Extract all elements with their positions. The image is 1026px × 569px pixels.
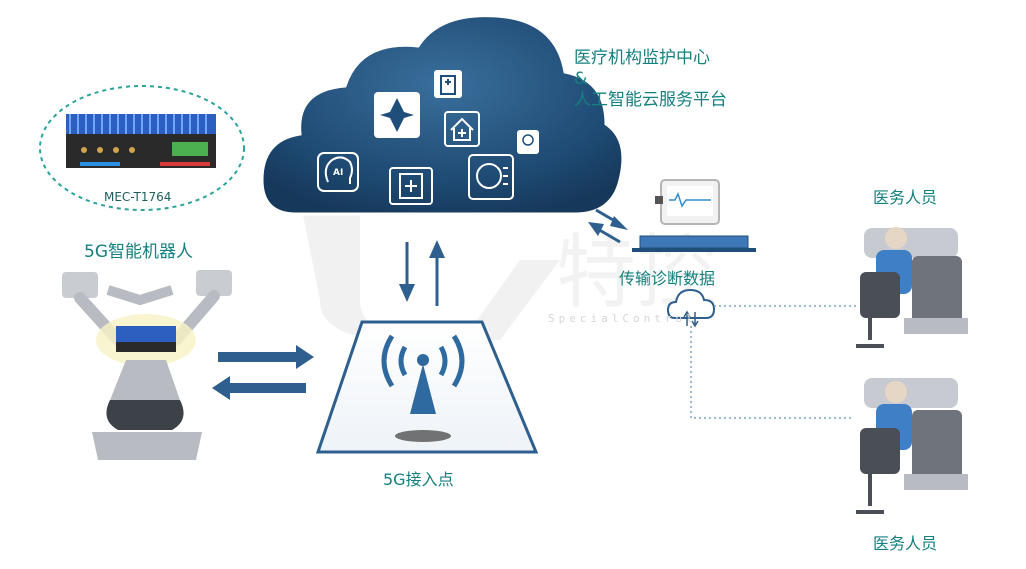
doctor-label-bottom: 医务人员 <box>873 534 938 553</box>
cloud-shape <box>260 14 625 216</box>
data-to-cloud-arrow <box>588 222 621 244</box>
cloud-to-data-arrow <box>595 208 628 230</box>
ap-to-robot-arrow <box>212 376 306 400</box>
watermark-text: SpecialControl <box>548 312 697 325</box>
cloud-down-arrow <box>399 242 415 302</box>
first-aid-kit-icon <box>389 167 433 205</box>
network-connector-lines <box>690 305 856 419</box>
cloud-up-arrow <box>429 240 445 306</box>
access-point-label: 5G接入点 <box>383 470 454 489</box>
laptop-icon <box>632 235 756 252</box>
cloud-label-line2: & <box>574 69 588 89</box>
ai-head-icon: AI <box>317 152 359 192</box>
signal-tower-icon <box>381 334 465 414</box>
doctor-console-top <box>856 227 968 348</box>
transmission-label: 传输诊断数据 <box>619 269 716 288</box>
mec-device <box>66 114 216 168</box>
cloud-label-line3: 人工智能云服务平台 <box>574 90 727 110</box>
mec-device-label: MEC-T1764 <box>104 190 172 204</box>
doctor-label-top: 医务人员 <box>873 188 938 207</box>
ai-brain-head-icon <box>468 154 514 200</box>
svg-text:AI: AI <box>333 168 343 178</box>
cloud-platform-label: 医疗机构监护中心 & 人工智能云服务平台 <box>574 48 727 111</box>
chat-bubble-icon <box>517 130 539 154</box>
monitor-icon <box>655 179 720 225</box>
cloud-upload-icon <box>666 288 716 328</box>
house-plus-icon <box>444 111 480 147</box>
cloud-label-line1: 医疗机构监护中心 <box>574 48 710 68</box>
doctor-console-bottom <box>856 378 968 514</box>
robot-to-ap-arrow <box>218 345 314 369</box>
robot-label: 5G智能机器人 <box>84 242 193 262</box>
surgical-robot <box>62 270 232 460</box>
medical-cross-icon <box>374 92 420 138</box>
hospital-building-icon <box>434 70 462 98</box>
